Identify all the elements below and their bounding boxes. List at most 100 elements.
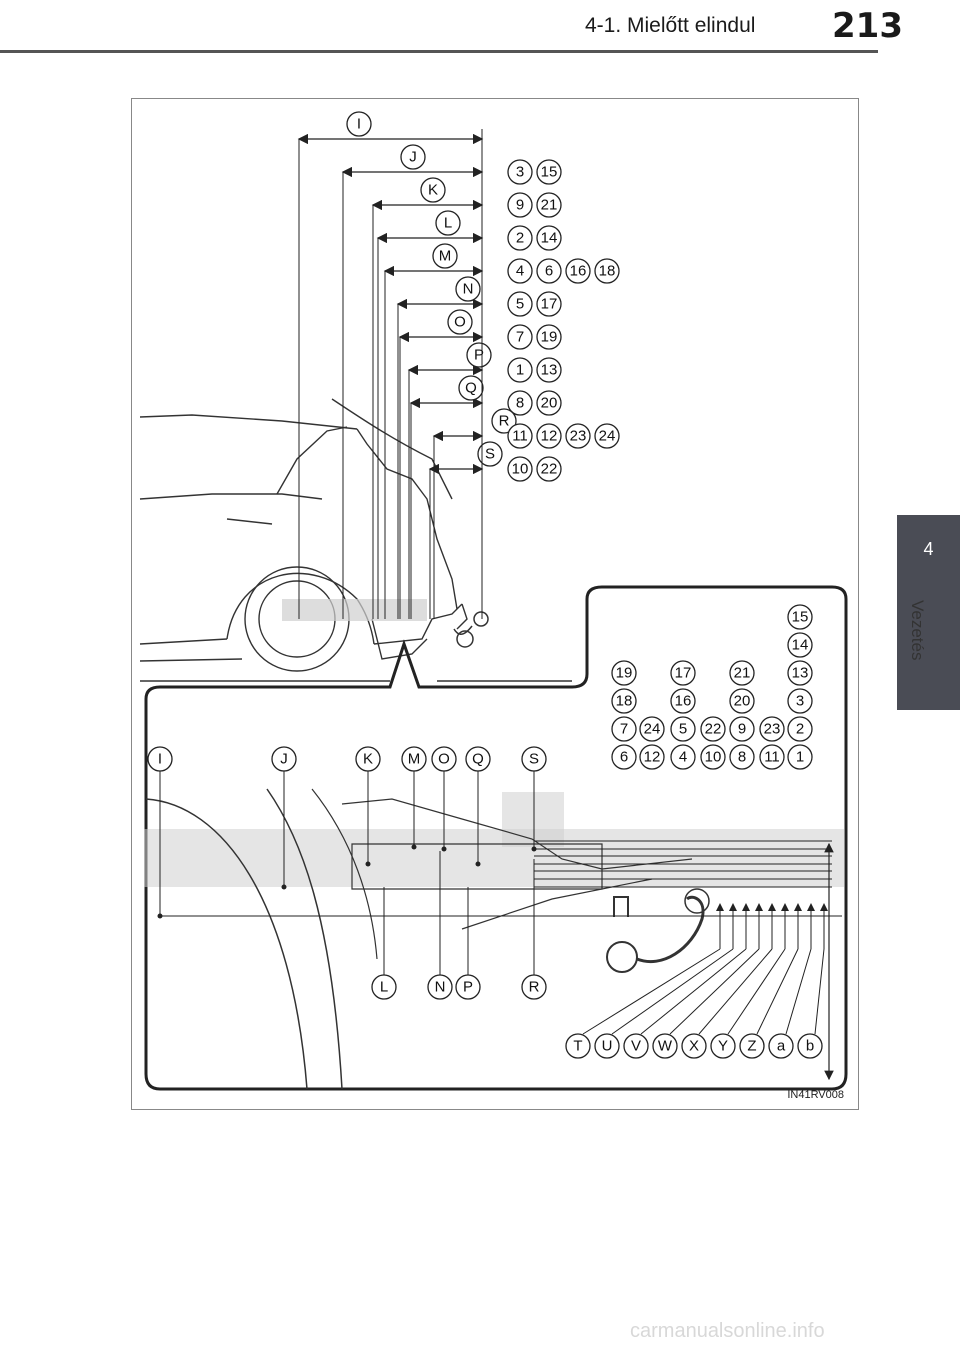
detail-point-O	[441, 846, 447, 852]
detail-point-K	[365, 861, 371, 867]
dimension-number-M-6: 6	[545, 263, 553, 280]
detail-point-J	[281, 884, 287, 890]
detail-panel-outline	[144, 585, 848, 1091]
grid-number-11-circle	[759, 744, 785, 770]
grid-number-5-circle	[670, 716, 696, 742]
dimension-number-Q-8: 8	[516, 395, 524, 412]
dimension-letter-R: R	[499, 413, 510, 430]
grid-number-14-circle	[787, 632, 813, 658]
grid-number-7-circle	[611, 716, 637, 742]
chapter-tab[interactable]: 4	[897, 515, 960, 710]
dimension-number-P-13: 13	[541, 362, 558, 379]
car-rear-outline	[139, 398, 468, 672]
dimension-number-J-3: 3	[516, 164, 524, 181]
dimension-letter-P: P	[474, 347, 484, 364]
detail-upper-letter-S: S	[529, 751, 539, 768]
dimension-number-R-23-circle	[565, 423, 591, 449]
detail-bottom-leader-U	[611, 948, 734, 1035]
detail-bottom-leader-a	[785, 948, 812, 1035]
detail-bottom-letter-Z-circle	[739, 1033, 765, 1059]
grid-number-22: 22	[705, 721, 722, 738]
dimension-number-P-1-circle	[507, 357, 533, 383]
dimension-number-O-19: 19	[541, 329, 558, 346]
detail-bottom-letter-a-circle	[768, 1033, 794, 1059]
detail-point-Q	[475, 861, 481, 867]
grid-number-4: 4	[679, 749, 687, 766]
detail-bottom-letter-a: a	[777, 1038, 786, 1055]
grid-number-15-circle	[787, 604, 813, 630]
dimension-number-L-2-circle	[507, 225, 533, 251]
grid-number-23: 23	[764, 721, 781, 738]
chapter-label: Vezetés	[908, 600, 927, 661]
dimension-number-R-23: 23	[570, 428, 587, 445]
dimension-number-R-24-circle	[594, 423, 620, 449]
detail-lower-letter-N: N	[435, 979, 446, 996]
dimension-number-K-9: 9	[516, 197, 524, 214]
dimension-number-M-16-circle	[565, 258, 591, 284]
grid-number-14: 14	[792, 637, 809, 654]
dimension-number-L-14-circle	[536, 225, 562, 251]
detail-upper-letter-I: I	[158, 751, 162, 768]
dimension-letter-O-circle	[447, 309, 473, 335]
detail-bottom-letter-V-circle	[623, 1033, 649, 1059]
dimension-number-N-17: 17	[541, 296, 558, 313]
header-rule	[0, 50, 878, 53]
grid-number-24: 24	[644, 721, 661, 738]
grid-number-1: 1	[796, 749, 804, 766]
detail-bottom-letter-X: X	[689, 1038, 699, 1055]
dimension-letter-K-circle	[420, 177, 446, 203]
dimension-letter-N-circle	[455, 276, 481, 302]
detail-bottom-letter-U: U	[602, 1038, 613, 1055]
detail-upper-letter-K: K	[363, 751, 373, 768]
grid-number-24-circle	[639, 716, 665, 742]
grid-number-19: 19	[616, 665, 633, 682]
grid-number-10-circle	[700, 744, 726, 770]
dimension-number-N-17-circle	[536, 291, 562, 317]
detail-bottom-letter-Z: Z	[747, 1038, 756, 1055]
grid-number-20-circle	[729, 688, 755, 714]
grid-number-6-circle	[611, 744, 637, 770]
grid-number-21: 21	[734, 665, 751, 682]
detail-bottom-letter-Y: Y	[718, 1038, 728, 1055]
chapter-number: 4	[923, 539, 934, 559]
grid-number-18-circle	[611, 688, 637, 714]
grid-number-2-circle	[787, 716, 813, 742]
page-number: 213	[832, 6, 903, 46]
detail-bottom-letter-Y-circle	[710, 1033, 736, 1059]
detail-chassis	[144, 788, 844, 1090]
detail-upper-letter-M: M	[408, 751, 421, 768]
detail-bottom-letter-b: b	[806, 1038, 814, 1055]
grid-number-8: 8	[738, 749, 746, 766]
detail-lower-letter-P: P	[463, 979, 473, 996]
dimension-number-R-11: 11	[512, 428, 528, 445]
dimension-number-O-19-circle	[536, 324, 562, 350]
dimension-number-J-3-circle	[507, 159, 533, 185]
dimension-letter-J-circle	[400, 144, 426, 170]
dimension-letter-L-circle	[435, 210, 461, 236]
grid-number-15: 15	[792, 609, 809, 626]
grid-number-23-circle	[759, 716, 785, 742]
dimension-number-M-6-circle	[536, 258, 562, 284]
detail-bottom-leader-Y	[727, 948, 786, 1035]
hitch-ball	[453, 611, 489, 648]
dimension-number-Q-20-circle	[536, 390, 562, 416]
dimension-number-P-1: 1	[516, 362, 524, 379]
dimension-letter-M-circle	[432, 243, 458, 269]
dimension-letter-S-circle	[477, 441, 503, 467]
detail-bottom-letter-V: V	[631, 1038, 641, 1055]
grid-number-19-circle	[611, 660, 637, 686]
frame-shade	[282, 599, 427, 621]
grid-number-10: 10	[705, 749, 722, 766]
watermark: carmanualsonline.info	[630, 1320, 825, 1342]
grid-number-17: 17	[675, 665, 692, 682]
dimension-letter-I: I	[357, 116, 361, 133]
detail-point-M	[411, 844, 417, 850]
dimension-number-R-11-circle	[507, 423, 533, 449]
dimension-number-K-21-circle	[536, 192, 562, 218]
dimension-number-Q-20: 20	[541, 395, 558, 412]
detail-bottom-letter-W: W	[658, 1038, 673, 1055]
dimension-letter-Q: Q	[465, 380, 477, 397]
detail-bottom-letter-U-circle	[594, 1033, 620, 1059]
dimension-number-S-10: 10	[512, 461, 529, 478]
